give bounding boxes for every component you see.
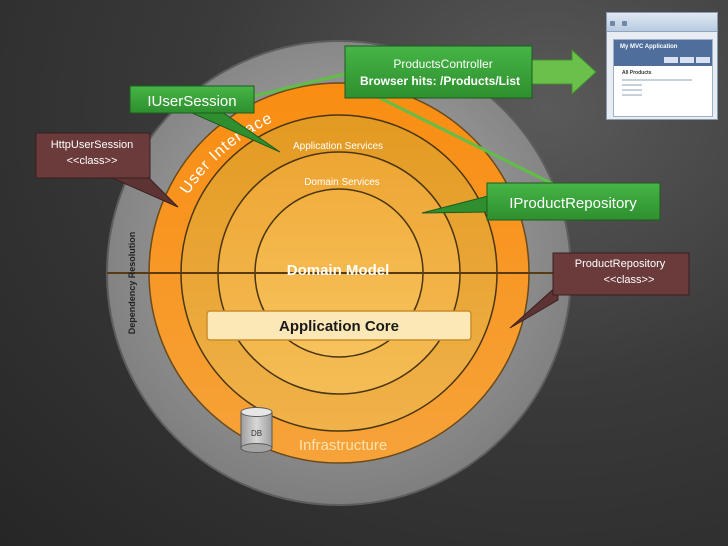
application-services-label: Application Services <box>293 141 383 152</box>
text-line <box>622 94 642 96</box>
infrastructure-label: Infrastructure <box>299 437 387 454</box>
domain-model-label: Domain Model <box>287 262 390 279</box>
productrepository-line1: ProductRepository <box>575 258 666 270</box>
mvc-app-header: My MVC Application <box>614 40 712 66</box>
mvc-app-body: All Products <box>614 66 712 96</box>
application-core-box <box>206 310 472 341</box>
connector-products-iproductrepository <box>379 96 566 192</box>
products-controller-callout: ProductsController Browser hits: /Produc… <box>344 45 533 99</box>
iproductrepository-callout: IProductRepository <box>421 182 661 221</box>
httpusersession-line2: <<class>> <box>67 155 118 167</box>
arrow-right-icon <box>531 48 597 96</box>
productrepository-line2: <<class>> <box>604 274 655 286</box>
back-icon <box>610 21 615 26</box>
application-core-label: Application Core <box>279 318 399 335</box>
database-icon <box>240 407 273 453</box>
httpusersession-line1: HttpUserSession <box>51 139 134 151</box>
forward-icon <box>622 21 628 26</box>
httpusersession-callout: HttpUserSession <<class>> <box>35 132 179 208</box>
iusersession-label: IUserSession <box>147 93 236 110</box>
mvc-app-menu <box>664 57 710 63</box>
connector-iusersession-products <box>253 72 346 98</box>
text-line <box>622 84 642 86</box>
domain-services-label: Domain Services <box>304 177 380 188</box>
iusersession-callout: IUserSession <box>129 85 281 153</box>
browser-thumbnail: My MVC Application All Products <box>606 12 718 120</box>
text-line <box>622 79 692 81</box>
menu-tab <box>696 57 710 63</box>
connector-lines <box>253 72 566 192</box>
browser-chrome <box>607 13 717 32</box>
text-line <box>622 89 642 91</box>
products-controller-line1: ProductsController <box>393 57 492 71</box>
productrepository-callout: ProductRepository <<class>> <box>509 252 690 329</box>
menu-tab <box>664 57 678 63</box>
menu-tab <box>680 57 694 63</box>
mvc-section-title: All Products <box>622 70 652 76</box>
mvc-app-window: My MVC Application All Products <box>613 39 713 117</box>
dependency-resolution-label: Dependency Resolution <box>127 232 137 335</box>
iproductrepository-label: IProductRepository <box>509 195 637 212</box>
db-label: DB <box>251 429 262 438</box>
products-controller-line2: Browser hits: /Products/List <box>360 74 520 88</box>
